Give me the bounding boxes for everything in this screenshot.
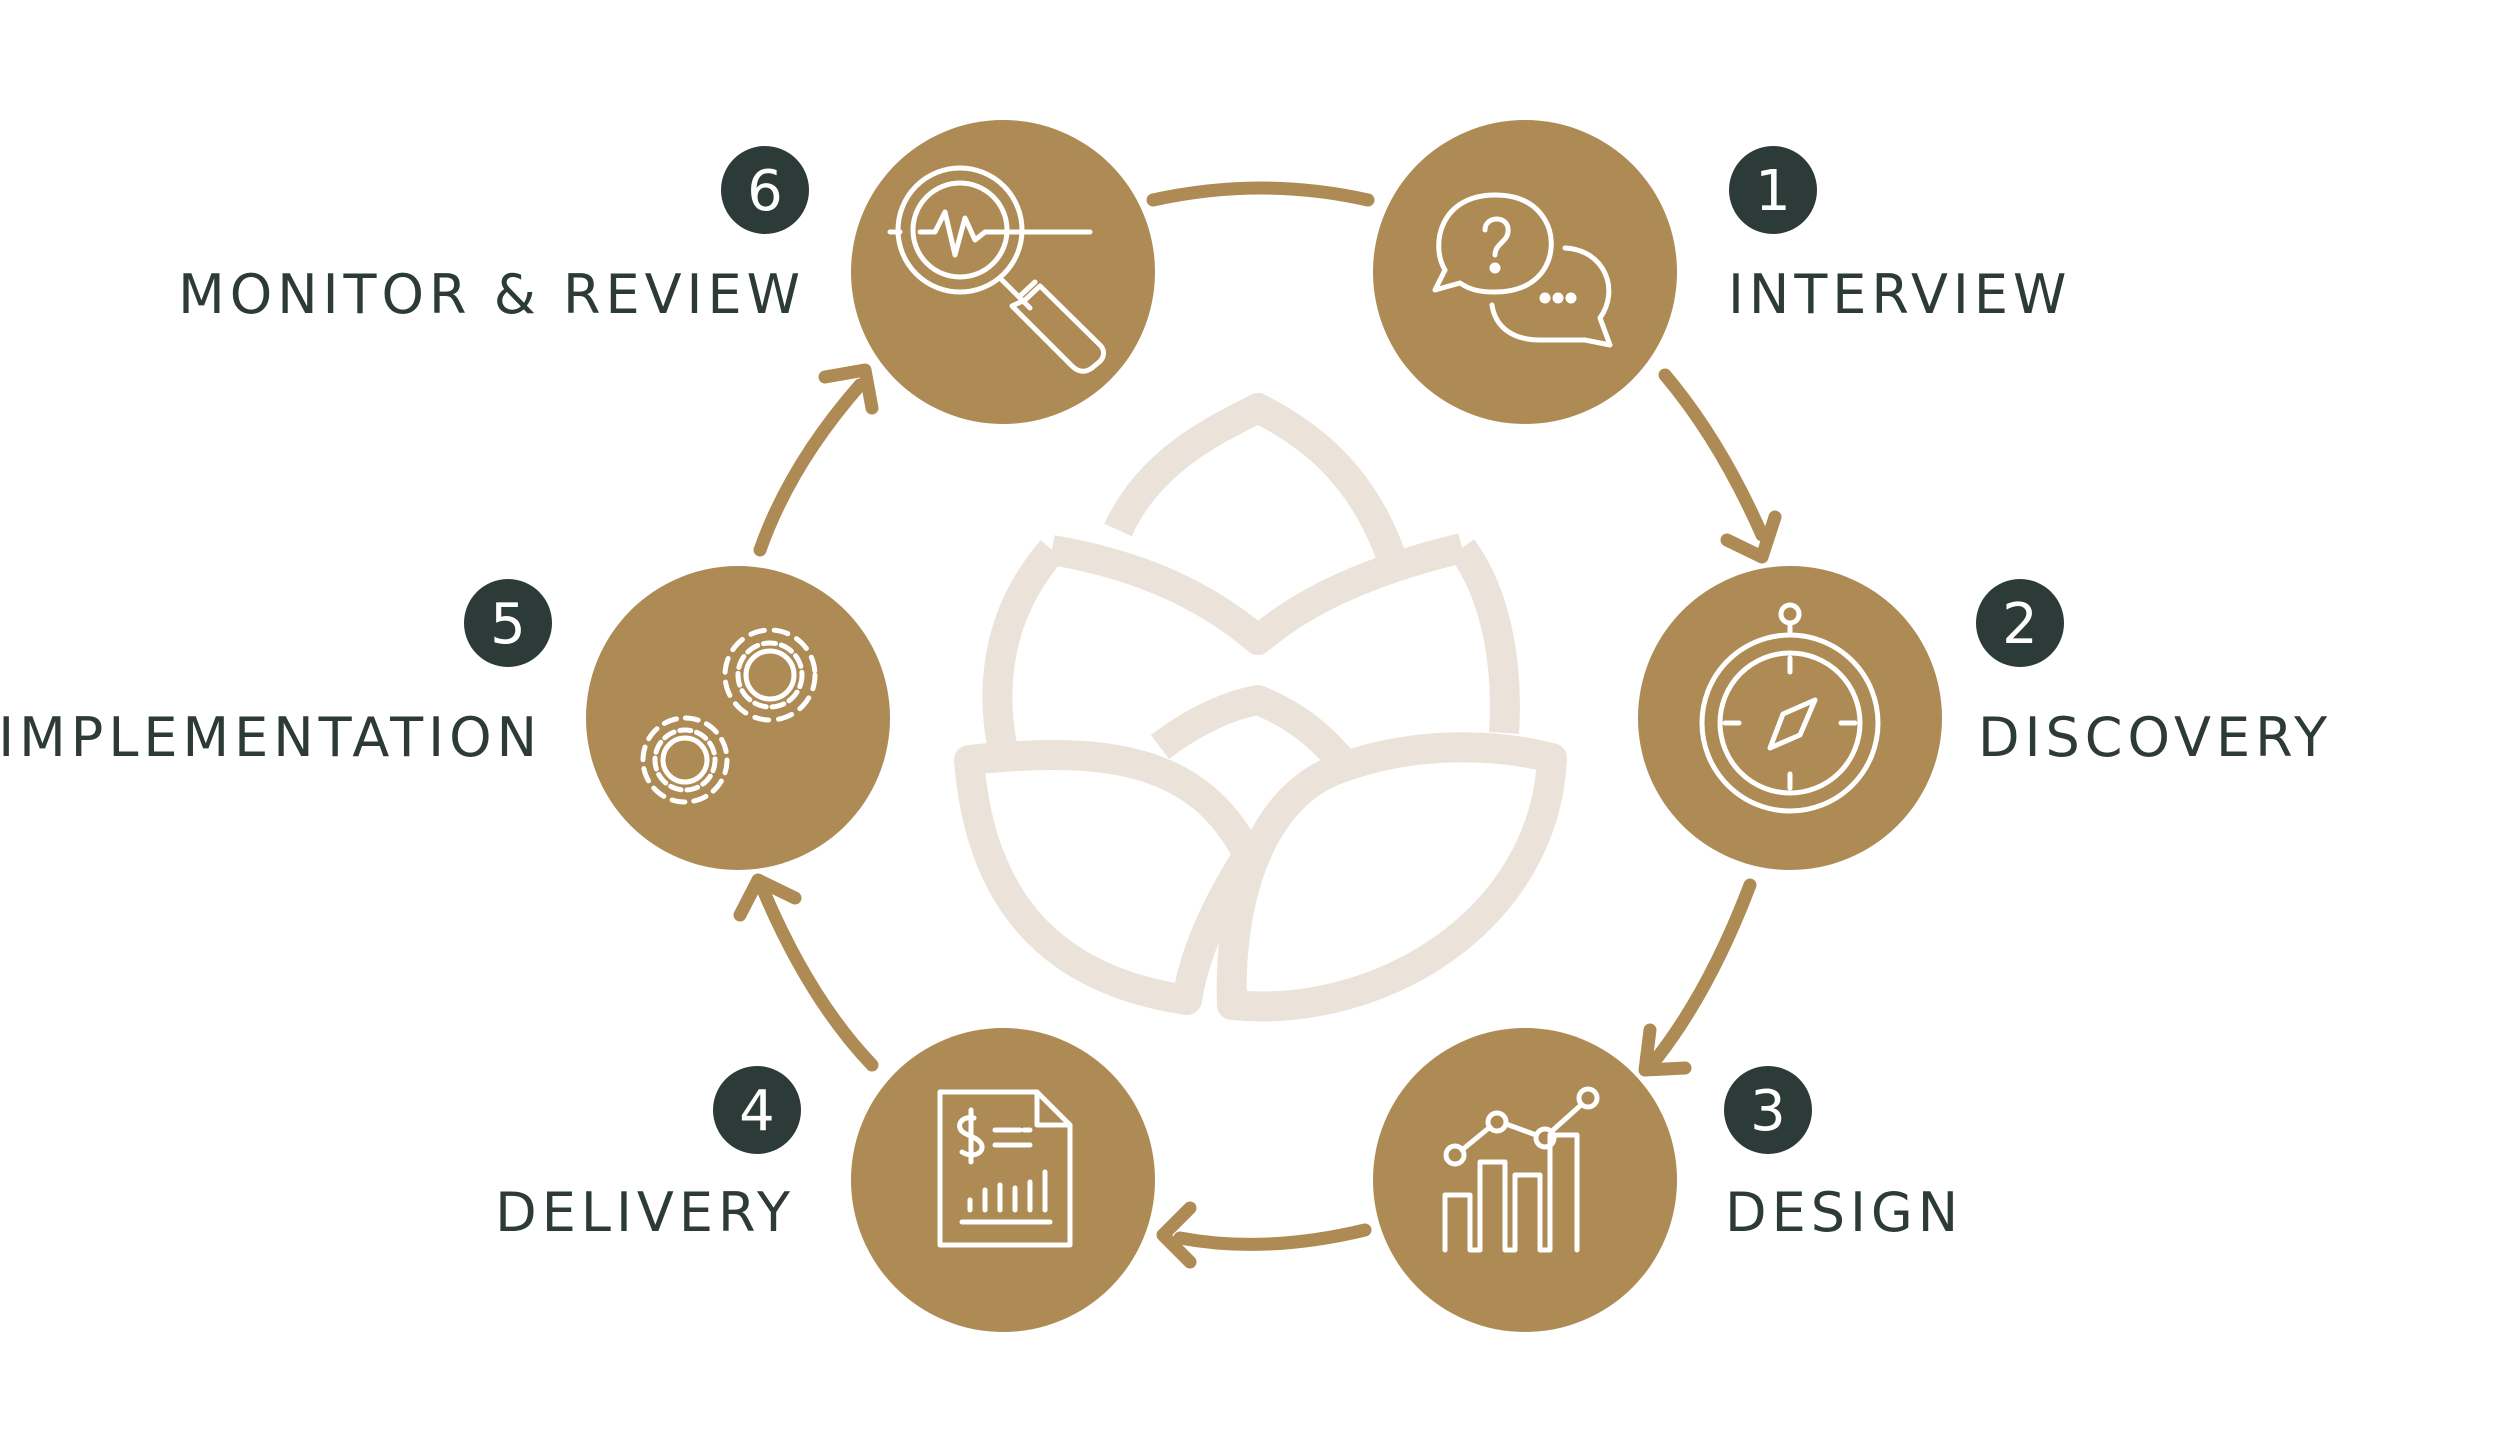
arrow-5-to-6 (753, 378, 867, 557)
badge-1: 1 (1729, 146, 1817, 234)
arrowhead-4-to-5 (733, 873, 802, 922)
step-label-discovery: DISCOVERY (1978, 706, 2333, 769)
badge-6: 6 (721, 146, 809, 234)
step-label-interview: INTERVIEW (1728, 263, 2072, 326)
step-circle-3 (1373, 1028, 1677, 1332)
arrow-2-to-3 (1650, 878, 1757, 1065)
magnifier-pulse-icon (887, 165, 1106, 374)
arrowhead-2-to-3 (1638, 1023, 1692, 1077)
step-circle-2 (1638, 566, 1942, 870)
step-label-design: DESIGN (1725, 1181, 1964, 1244)
step-circle-5 (586, 566, 890, 870)
arrowhead-1-to-2 (1720, 510, 1782, 564)
arrow-1-to-2 (1658, 368, 1769, 542)
arrow-4-to-5 (757, 885, 879, 1072)
arrowhead-3-to-4 (1156, 1201, 1197, 1269)
financial-report-icon (937, 1089, 1073, 1248)
step-label-implementation: IMPLEMENTATION (0, 706, 542, 769)
step-label-monitor-review: MONITOR & REVIEW (178, 263, 805, 326)
growth-chart-icon (1442, 1086, 1600, 1253)
compass-icon (1699, 602, 1881, 814)
speech-bubbles-icon (1432, 192, 1613, 348)
badge-3-number: 3 (1750, 1079, 1786, 1144)
badge-4-number: 4 (739, 1079, 775, 1144)
step-circle-1 (1373, 120, 1677, 424)
step-label-delivery: DELIVERY (495, 1181, 795, 1244)
badge-2: 2 (1976, 579, 2064, 667)
arrow-6-to-1 (1146, 181, 1375, 207)
badge-3: 3 (1724, 1066, 1812, 1154)
badge-5-number: 5 (490, 592, 526, 657)
badge-2-number: 2 (2002, 592, 2038, 657)
arrowhead-5-to-6 (818, 363, 879, 415)
step-circle-4 (851, 1028, 1155, 1332)
number-badges: 1 2 3 4 5 6 (464, 146, 2064, 1154)
badge-6-number: 6 (747, 159, 783, 224)
central-logo (954, 393, 1567, 1022)
cycle-arrows (733, 181, 1782, 1269)
badge-5: 5 (464, 579, 552, 667)
badge-1-number: 1 (1755, 159, 1791, 224)
arrow-3-to-4 (1173, 1223, 1372, 1251)
badge-4: 4 (713, 1066, 801, 1154)
gears-icon (640, 627, 818, 805)
